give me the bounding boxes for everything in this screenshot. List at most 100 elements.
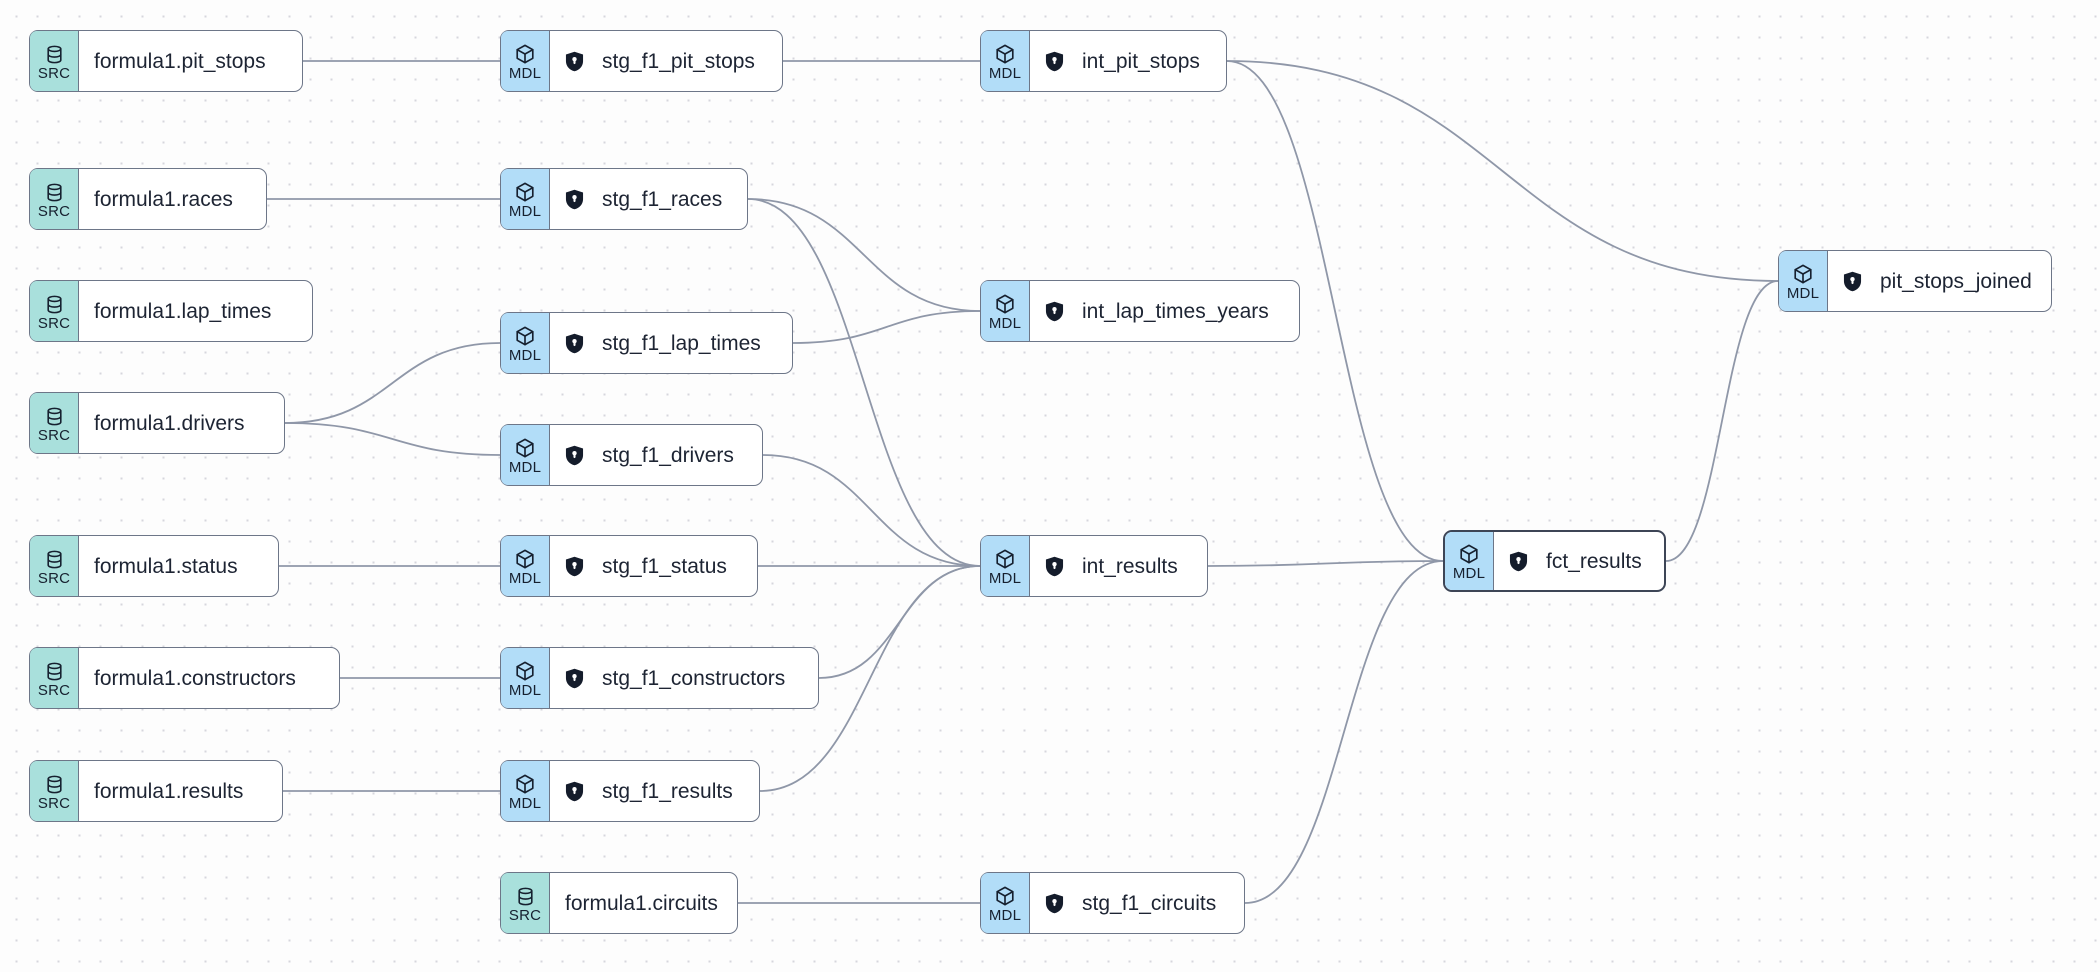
node-body: int_results [1030,536,1207,596]
cube-icon [514,773,536,796]
edge-stg_constructors-to-int_results [818,565,981,679]
cube-icon [514,181,536,204]
node-label: formula1.results [94,779,244,803]
badge-label: SRC [508,906,542,924]
node-body: stg_f1_results [550,761,759,821]
cube-icon [994,293,1016,316]
lineage-node-src_circuits[interactable]: SRC formula1.circuits [500,872,738,934]
lineage-node-src_status[interactable]: SRC formula1.status [29,535,279,597]
badge-label: SRC [37,64,71,82]
badge-label: MDL [1786,285,1820,302]
badge-label: MDL [508,682,542,699]
node-body: pit_stops_joined [1828,251,2051,311]
database-icon [44,44,65,66]
node-label: stg_f1_circuits [1082,891,1217,915]
shield-lock-icon [565,445,593,466]
lineage-node-src_lap_times[interactable]: SRC formula1.lap_times [29,280,313,342]
shield-lock-icon [565,556,593,577]
lineage-node-stg_drivers[interactable]: MDL stg_f1_drivers [500,424,763,486]
shield-lock-icon [565,189,593,210]
source-badge: SRC [30,31,79,91]
node-body: stg_f1_drivers [550,425,762,485]
database-icon [44,549,65,571]
badge-label: SRC [37,202,71,220]
model-badge: MDL [981,281,1030,341]
node-body: formula1.constructors [79,648,339,708]
node-label: int_results [1082,554,1178,578]
lineage-node-src_races[interactable]: SRC formula1.races [29,168,267,230]
edge-src_drivers-to-stg_drivers [284,422,501,456]
lineage-node-stg_lap_times[interactable]: MDL stg_f1_lap_times [500,312,793,374]
badge-label: SRC [37,569,71,587]
node-body: stg_f1_lap_times [550,313,792,373]
cube-icon [994,548,1016,571]
node-label: formula1.pit_stops [94,49,266,73]
cube-icon [994,885,1016,908]
badge-label: MDL [988,65,1022,82]
node-body: formula1.status [79,536,278,596]
lineage-node-stg_results[interactable]: MDL stg_f1_results [500,760,760,822]
node-body: stg_f1_races [550,169,747,229]
lineage-node-int_pit_stops[interactable]: MDL int_pit_stops [980,30,1227,92]
node-body: formula1.circuits [550,873,737,933]
node-body: stg_f1_constructors [550,648,818,708]
cube-icon [514,43,536,66]
lineage-node-src_results[interactable]: SRC formula1.results [29,760,283,822]
database-icon [44,774,65,796]
lineage-node-int_results[interactable]: MDL int_results [980,535,1208,597]
edge-stg_races-to-int_lap_times [747,198,981,312]
model-badge: MDL [501,31,550,91]
model-badge: MDL [981,873,1030,933]
model-badge: MDL [1779,251,1828,311]
badge-label: MDL [988,570,1022,587]
node-label: formula1.lap_times [94,299,272,323]
node-body: formula1.results [79,761,282,821]
cube-icon [514,437,536,460]
cube-icon [1792,263,1814,286]
shield-lock-icon [565,333,593,354]
model-badge: MDL [981,536,1030,596]
lineage-node-stg_circuits[interactable]: MDL stg_f1_circuits [980,872,1245,934]
shield-lock-icon [1509,551,1537,572]
shield-lock-icon [1045,893,1073,914]
model-badge: MDL [1445,532,1494,590]
source-badge: SRC [30,536,79,596]
lineage-node-pit_stops_joined[interactable]: MDL pit_stops_joined [1778,250,2052,312]
node-label: stg_f1_pit_stops [602,49,755,73]
node-label: int_pit_stops [1082,49,1200,73]
node-body: formula1.races [79,169,266,229]
node-label: stg_f1_drivers [602,443,734,467]
badge-label: SRC [37,314,71,332]
badge-label: SRC [37,794,71,812]
database-icon [44,661,65,683]
cube-icon [994,43,1016,66]
badge-label: MDL [508,795,542,812]
model-badge: MDL [501,761,550,821]
node-label: stg_f1_status [602,554,727,578]
edge-stg_drivers-to-int_results [762,454,981,567]
node-label: formula1.constructors [94,666,296,690]
node-body: int_pit_stops [1030,31,1226,91]
shield-lock-icon [1045,556,1073,577]
node-label: stg_f1_constructors [602,666,786,690]
lineage-node-src_pit_stops[interactable]: SRC formula1.pit_stops [29,30,303,92]
lineage-node-stg_pit_stops[interactable]: MDL stg_f1_pit_stops [500,30,783,92]
lineage-node-stg_constructors[interactable]: MDL stg_f1_constructors [500,647,819,709]
badge-label: MDL [508,459,542,476]
edge-stg_circuits-to-fct_results [1244,560,1444,904]
database-icon [44,182,65,204]
shield-lock-icon [1045,51,1073,72]
source-badge: SRC [501,873,550,933]
badge-label: MDL [988,315,1022,332]
badge-label: MDL [508,347,542,364]
model-badge: MDL [501,648,550,708]
badge-label: SRC [37,426,71,444]
